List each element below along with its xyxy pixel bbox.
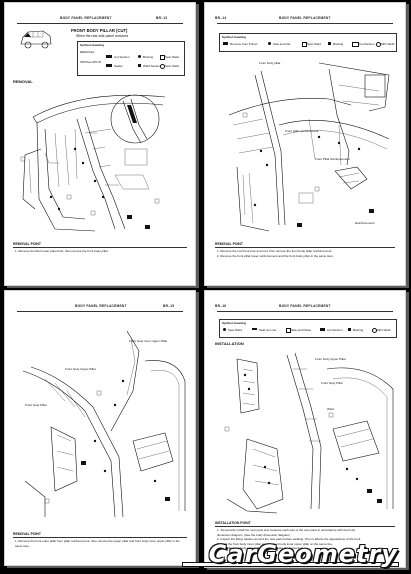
installation-point-title: INSTALLATION POINT: [215, 521, 251, 525]
header-rule: [217, 23, 393, 24]
primer-icon: [223, 42, 228, 45]
legend-item: Seal Up Line: [259, 328, 277, 332]
sealer-icon: [106, 64, 112, 67]
watermark-underline: [182, 562, 399, 567]
symbol-legend: Symbol meaning Spot Weld Seal Up Line Sa…: [219, 319, 397, 338]
manual-page-1: BODY PANEL REPLACEMENT BR–13 FRONT BODY …: [4, 2, 196, 286]
removal-heading: REMOVAL: [13, 79, 33, 84]
callout-upper-pillar: Front body Upper Pillar: [65, 367, 96, 371]
spot-weld-icon: [160, 55, 165, 60]
legend-item: Remove from Primer: [230, 42, 258, 46]
pillar-reinforcement-illustration: [228, 62, 390, 232]
legend-item: Sealer: [114, 64, 123, 68]
header-rule: [17, 311, 183, 312]
header-rule: [17, 23, 183, 24]
section-subtitle: When the rear side panel removed: [76, 34, 129, 38]
callout-upper-pillar: Front body Upper Pillar: [315, 357, 346, 361]
seal-line-icon: [252, 328, 257, 330]
page-header-code: BR–14: [215, 16, 227, 20]
weld-section-icon: [138, 64, 141, 67]
page-header-code: BR–16: [215, 304, 227, 308]
symbol-legend: Symbol meaning Remove from Primer Saw an…: [219, 33, 397, 52]
spot-weld-icon: [302, 42, 307, 47]
legend-item: Saw and File: [273, 42, 291, 46]
divider: [215, 247, 395, 248]
page-header-code: BR–15: [163, 304, 175, 308]
legend-item: Spot Weld: [228, 328, 242, 332]
callout-inner-upper-pillar: Front body inner Upper Pillar: [129, 339, 168, 343]
page-header-title: BODY PANEL REPLACEMENT: [279, 16, 331, 20]
removal-point-title: REMOVAL POINT: [13, 242, 41, 246]
legend-item: MIG Weld: [377, 328, 391, 332]
callout-body-pillar: Front body Pillar: [25, 403, 47, 407]
callout-front-body-pillar: Front body pillar: [259, 61, 281, 65]
installation-point-line: 1. Temporarily install the new parts and…: [217, 528, 356, 532]
legend-item: Cut Section: [359, 42, 375, 46]
cut-section-icon: [320, 328, 325, 331]
page-header-code: BR–13: [156, 16, 168, 20]
divider: [215, 526, 395, 527]
page-header-title: BODY PANEL REPLACEMENT: [60, 16, 112, 20]
legend-col-head: INSTALLATION: [80, 60, 101, 64]
legend-item: Brazing: [353, 328, 364, 332]
spot-weld-icon: [223, 328, 226, 331]
manual-page-3: BODY PANEL REPLACEMENT BR–15 Front body …: [4, 290, 196, 566]
legend-item: Saw and Paste: [291, 328, 312, 332]
callout-pillar-reinforcement: Front pillar reinforcement: [285, 129, 319, 133]
removal-point-text: 1. Remove the front outer pillar from pi…: [15, 539, 180, 548]
car-thumbnail: [20, 30, 52, 49]
spot-weld-icon: [160, 64, 165, 69]
installation-illustration: [224, 352, 394, 514]
manual-page-4: BR–16 BODY PANEL REPLACEMENT Symbol mean…: [204, 290, 406, 568]
symbol-legend: Symbol meaning REMOVAL INSTALLATION Cut …: [77, 41, 185, 76]
legend-item: Spot Weld: [165, 55, 179, 59]
removal-point-text: 1. Remove the roof front bow and roof, t…: [217, 249, 333, 253]
removal-point-text: 1. Remove the Roof outer panel first, th…: [15, 249, 109, 253]
section-title: FRONT BODY PILLAR (CUT): [71, 28, 128, 33]
legend-item: Cut Section: [327, 328, 343, 332]
legend-title: Symbol meaning: [80, 43, 105, 47]
saw-paste-icon: [286, 328, 291, 333]
installation-heading: INSTALLATION: [215, 341, 244, 346]
cut-section-icon: [106, 55, 112, 58]
pillar-removal-illustration: [20, 94, 166, 232]
legend-item: Spot Weld: [165, 64, 179, 68]
legend-item: Brazing: [143, 55, 154, 59]
page-header-title: BODY PANEL REPLACEMENT: [279, 304, 331, 308]
brazing-icon: [348, 328, 351, 331]
removal-point-text: 2. Remove the front pillar lower reinfor…: [217, 254, 334, 258]
saw-file-icon: [268, 42, 271, 45]
installation-point-line: 2. Inspect the fitting relation around t…: [217, 537, 361, 541]
manual-page-2: BR–14 BODY PANEL REPLACEMENT Symbol mean…: [204, 2, 406, 286]
callout-pillar-reinforcement-2: Front Pillar Reinforcement: [315, 157, 350, 161]
legend-item: Cut Section: [114, 55, 130, 59]
callout-weld: Weld: [327, 407, 334, 411]
callout-body-pillar: Front body Pillar: [321, 381, 343, 385]
site-watermark: CarGeometry: [208, 540, 398, 568]
page-header-title: BODY PANEL REPLACEMENT: [75, 304, 127, 308]
divider: [13, 537, 187, 538]
header-rule: [217, 311, 393, 312]
cut-section-icon: [352, 42, 359, 47]
mig-weld-icon: [376, 42, 381, 47]
upper-pillar-illustration: [22, 330, 186, 518]
removal-point-title: REMOVAL POINT: [13, 532, 41, 536]
divider: [13, 247, 187, 248]
legend-title: Symbol meaning: [222, 321, 247, 325]
installation-point-line: 4. Weld the front body pillar to the bod…: [217, 546, 304, 550]
removal-point-title: REMOVAL POINT: [215, 242, 243, 246]
mig-weld-icon: [372, 328, 377, 333]
legend-item: Brazing: [333, 42, 344, 46]
legend-item: MIG Weld: [381, 42, 395, 46]
installation-point-line: 3. Weld the front body inner pillar and …: [217, 541, 333, 546]
callout-reinforcement: Reinforcement: [355, 221, 375, 225]
legend-item: Weld Section: [143, 64, 161, 68]
legend-col-head: REMOVAL: [80, 50, 95, 54]
legend-title: Symbol meaning: [222, 35, 247, 39]
legend-item: Spot Weld: [307, 42, 321, 46]
brazing-icon: [328, 42, 331, 45]
installation-point-line: dimension diagram. (See the body dimensi…: [217, 532, 290, 537]
brazing-icon: [138, 55, 141, 58]
